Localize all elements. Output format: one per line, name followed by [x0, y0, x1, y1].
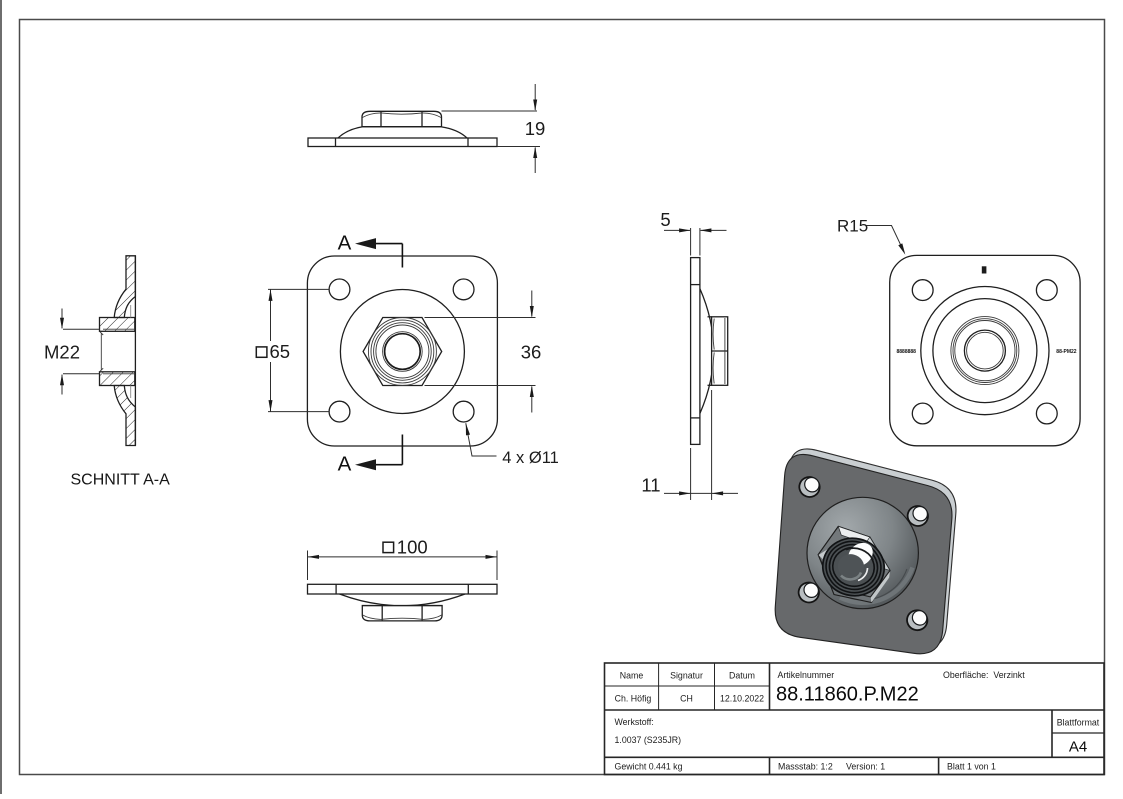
svg-text:Version: 1: Version: 1	[846, 762, 885, 772]
svg-text:A4: A4	[1069, 739, 1087, 756]
svg-text:Name: Name	[620, 671, 644, 681]
svg-text:M22: M22	[44, 342, 80, 363]
svg-text:19: 19	[525, 118, 546, 139]
svg-text:Gewicht 0.441 kg: Gewicht 0.441 kg	[615, 762, 683, 772]
svg-text:Blattformat: Blattformat	[1057, 718, 1100, 728]
svg-text:Ch. Höfig: Ch. Höfig	[615, 694, 652, 704]
svg-text:4 x Ø11: 4 x Ø11	[502, 449, 559, 467]
svg-text:Werkstoff:: Werkstoff:	[615, 717, 654, 727]
svg-text:88.11860.P.M22: 88.11860.P.M22	[776, 684, 919, 706]
svg-text:Massstab: 1:2: Massstab: 1:2	[778, 762, 833, 772]
svg-text:5: 5	[660, 209, 670, 230]
svg-text:Oberfläche: Verzinkt: Oberfläche: Verzinkt	[943, 670, 1025, 680]
svg-text:Datum: Datum	[729, 671, 755, 681]
svg-text:Blatt 1 von 1: Blatt 1 von 1	[947, 762, 996, 772]
svg-text:R15: R15	[837, 217, 868, 236]
svg-text:1.0037 (S235JR): 1.0037 (S235JR)	[615, 735, 682, 745]
svg-text:36: 36	[521, 342, 542, 363]
svg-text:88-PM22: 88-PM22	[1056, 349, 1077, 355]
svg-text:SCHNITT A-A: SCHNITT A-A	[71, 472, 171, 489]
svg-text:12.10.2022: 12.10.2022	[720, 694, 764, 704]
svg-text:8888888: 8888888	[897, 349, 917, 355]
svg-text:65: 65	[270, 341, 291, 362]
svg-text:CH: CH	[680, 694, 693, 704]
svg-text:100: 100	[397, 537, 428, 558]
svg-text:A: A	[338, 453, 352, 476]
svg-text:Artikelnummer: Artikelnummer	[778, 670, 835, 680]
svg-text:Signatur: Signatur	[670, 671, 703, 681]
svg-text:A: A	[338, 232, 352, 255]
svg-text:11: 11	[641, 475, 660, 496]
